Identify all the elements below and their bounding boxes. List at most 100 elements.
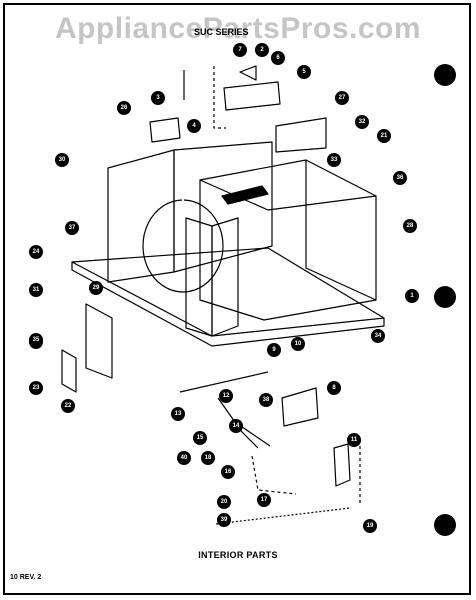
callout-36: 36 [393, 171, 407, 185]
fan-shroud [107, 149, 175, 283]
callout-32: 32 [355, 115, 369, 129]
callout-40: 40 [177, 451, 191, 465]
top-panel-26 [149, 117, 181, 143]
top-panel-6 [239, 65, 257, 81]
callout-13: 13 [171, 407, 185, 421]
svg-text:33: 33 [331, 157, 338, 163]
svg-text:18: 18 [205, 455, 212, 461]
svg-text:15: 15 [197, 435, 204, 441]
callout-14: 14 [229, 419, 243, 433]
label-plate [221, 185, 269, 205]
callout-4: 4 [187, 119, 201, 133]
svg-text:2: 2 [260, 47, 264, 53]
callout-30: 30 [55, 153, 69, 167]
callout-31: 31 [29, 283, 43, 297]
svg-text:27: 27 [339, 95, 346, 101]
svg-text:13: 13 [175, 411, 182, 417]
callout-16: 16 [221, 465, 235, 479]
svg-text:23: 23 [33, 385, 40, 391]
svg-text:3: 3 [156, 95, 160, 101]
side-panel [85, 303, 113, 379]
svg-text:36: 36 [397, 175, 404, 181]
svg-text:28: 28 [407, 223, 414, 229]
svg-text:21: 21 [381, 133, 388, 139]
svg-text:12: 12 [223, 393, 230, 399]
svg-text:31: 31 [33, 287, 40, 293]
callout-38: 38 [259, 393, 273, 407]
svg-text:8: 8 [332, 385, 336, 391]
svg-text:20: 20 [221, 499, 228, 505]
callout-3: 3 [151, 91, 165, 105]
svg-text:16: 16 [225, 469, 232, 475]
callout-19: 19 [363, 519, 377, 533]
callout-37: 37 [65, 221, 79, 235]
svg-text:37: 37 [69, 225, 76, 231]
svg-text:1: 1 [410, 293, 414, 299]
bracket-8 [281, 387, 319, 427]
svg-text:4: 4 [192, 123, 196, 129]
svg-text:5: 5 [302, 69, 306, 75]
callout-35: 35 [29, 333, 43, 347]
callout-8: 8 [327, 381, 341, 395]
callout-9: 9 [267, 343, 281, 357]
svg-text:35: 35 [33, 337, 40, 343]
callout-5: 5 [297, 65, 311, 79]
svg-text:7: 7 [238, 47, 242, 53]
svg-text:39: 39 [221, 517, 228, 523]
svg-text:14: 14 [233, 423, 240, 429]
top-panel-5 [223, 81, 281, 111]
diagram-caption: INTERIOR PARTS [198, 550, 278, 560]
binder-hole-middle [434, 286, 456, 308]
callout-2: 2 [255, 43, 269, 57]
page-border [3, 3, 471, 595]
callout-6: 6 [271, 51, 285, 65]
callout-21: 21 [377, 129, 391, 143]
base-pan [71, 247, 385, 337]
callout-27: 27 [335, 91, 349, 105]
lead-line [213, 66, 226, 129]
callout-23: 23 [29, 381, 43, 395]
svg-text:29: 29 [93, 285, 100, 291]
callout-11: 11 [347, 433, 361, 447]
bracket-11 [333, 443, 351, 487]
lower-panel [61, 349, 77, 393]
control-panel [185, 217, 213, 337]
svg-text:26: 26 [121, 105, 128, 111]
svg-text:30: 30 [59, 157, 66, 163]
svg-text:9: 9 [272, 347, 276, 353]
lower-lead [251, 455, 297, 495]
callout-1: 1 [405, 289, 419, 303]
svg-text:22: 22 [65, 403, 72, 409]
callout-17: 17 [257, 493, 271, 507]
svg-text:19: 19 [367, 523, 374, 529]
svg-text:10: 10 [295, 341, 302, 347]
svg-text:11: 11 [351, 437, 358, 443]
blower-wheel [142, 199, 224, 293]
svg-text:38: 38 [263, 397, 270, 403]
top-panel-27 [275, 117, 327, 153]
callout-18: 18 [201, 451, 215, 465]
callout-34: 34 [371, 329, 385, 343]
revision-note: 10 REV. 2 [10, 574, 42, 581]
callout-15: 15 [193, 431, 207, 445]
callout-26: 26 [117, 101, 131, 115]
svg-text:40: 40 [181, 455, 188, 461]
callout-10: 10 [291, 337, 305, 351]
binder-hole-top [434, 64, 456, 86]
callout-39: 39 [217, 513, 231, 527]
callout-28: 28 [403, 219, 417, 233]
callout-24: 24 [29, 245, 43, 259]
svg-text:34: 34 [375, 333, 382, 339]
watermark: AppliancePartsPros.com [54, 12, 422, 45]
callout-12: 12 [219, 389, 233, 403]
callout-33: 33 [327, 153, 341, 167]
series-heading: SUC SERIES [194, 27, 249, 37]
callout-20: 20 [217, 495, 231, 509]
cabinet-box [199, 159, 377, 321]
callout-7: 7 [233, 43, 247, 57]
binder-hole-bottom [434, 514, 456, 536]
svg-text:17: 17 [261, 497, 268, 503]
svg-text:32: 32 [359, 119, 366, 125]
